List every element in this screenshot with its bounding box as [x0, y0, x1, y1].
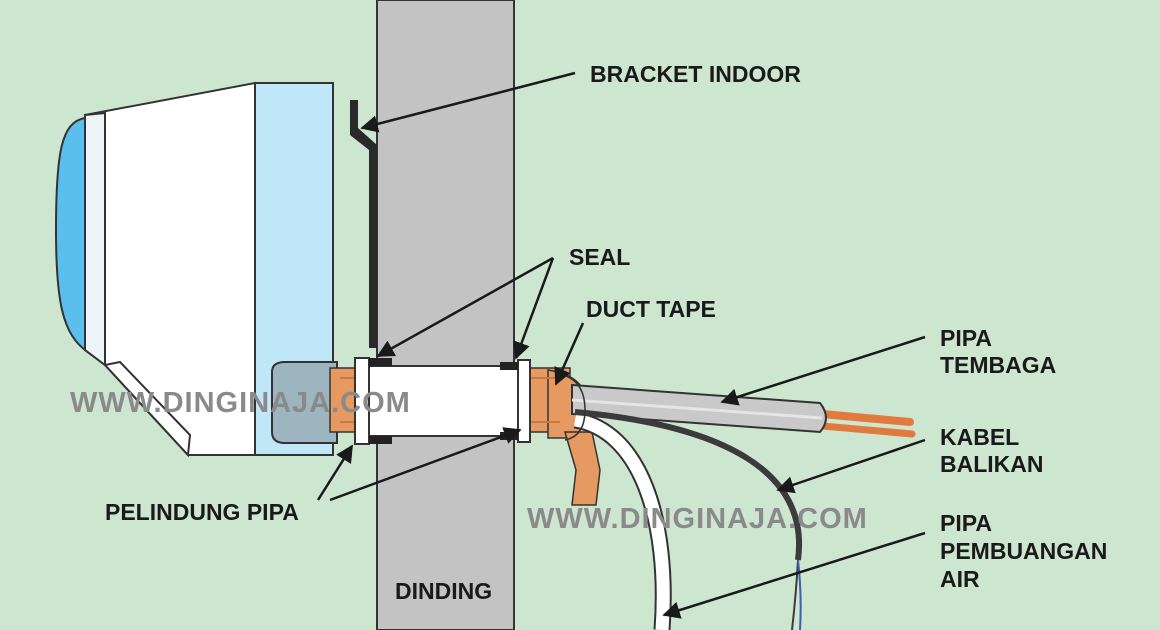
watermark-right: WWW.DINGINAJA.COM — [527, 503, 868, 535]
return-cable — [574, 409, 803, 561]
label-kabel-balikan-line1: KABEL — [940, 424, 1019, 450]
arrow-seal-left — [376, 256, 554, 358]
wall — [376, 0, 515, 630]
label-pipa-tembaga-line2: TEMBAGA — [940, 352, 1056, 378]
label-dinding: DINDING — [395, 578, 492, 604]
arrow-seal-right — [513, 257, 555, 360]
cable-wire-2 — [797, 559, 802, 630]
pipe-protector-sleeve — [361, 365, 528, 437]
seal-right-top — [500, 362, 518, 370]
leader-lines — [316, 71, 926, 619]
seal-left-top — [369, 358, 392, 366]
arrow-bracket-indoor — [360, 71, 576, 133]
arrow-pipa-pembuangan — [662, 531, 926, 619]
pipe-protector — [354, 357, 531, 445]
cable-wire-1 — [791, 559, 799, 630]
label-kabel-balikan-line2: BALIKAN — [940, 451, 1044, 477]
arrow-pipa-tembaga — [720, 335, 926, 406]
unit-bottom-flap — [103, 360, 192, 458]
label-bracket-indoor: BRACKET INDOOR — [590, 61, 801, 87]
arrow-duct-tape — [554, 322, 585, 386]
unit-front-edge — [84, 111, 106, 367]
arrow-kabel-balikan — [776, 438, 926, 494]
pipe-outlet-cover — [271, 361, 338, 444]
unit-front-cover — [54, 116, 90, 354]
copper-wrap-tail — [564, 431, 601, 506]
label-seal: SEAL — [569, 244, 630, 270]
seal-left-bottom — [369, 436, 392, 444]
arrow-pelindung-right — [329, 427, 522, 502]
label-pelindung-pipa: PELINDUNG PIPA — [105, 499, 299, 525]
pipe-protector-flange-right — [517, 359, 531, 443]
label-pipa-pembuangan-line1: PIPA — [940, 510, 992, 536]
pipe-protector-flange-left — [354, 357, 370, 445]
label-pipa-pembuangan-line3: AIR — [940, 566, 980, 592]
indoor-bracket — [350, 100, 377, 348]
label-pipa-tembaga-line1: PIPA — [940, 325, 992, 351]
arrow-pelindung-left — [316, 444, 354, 501]
label-pipa-pembuangan-line2: PEMBUANGAN — [940, 538, 1107, 564]
label-duct-tape: DUCT TAPE — [586, 296, 716, 322]
watermark-left: WWW.DINGINAJA.COM — [70, 387, 411, 419]
indoor-unit — [54, 81, 338, 458]
